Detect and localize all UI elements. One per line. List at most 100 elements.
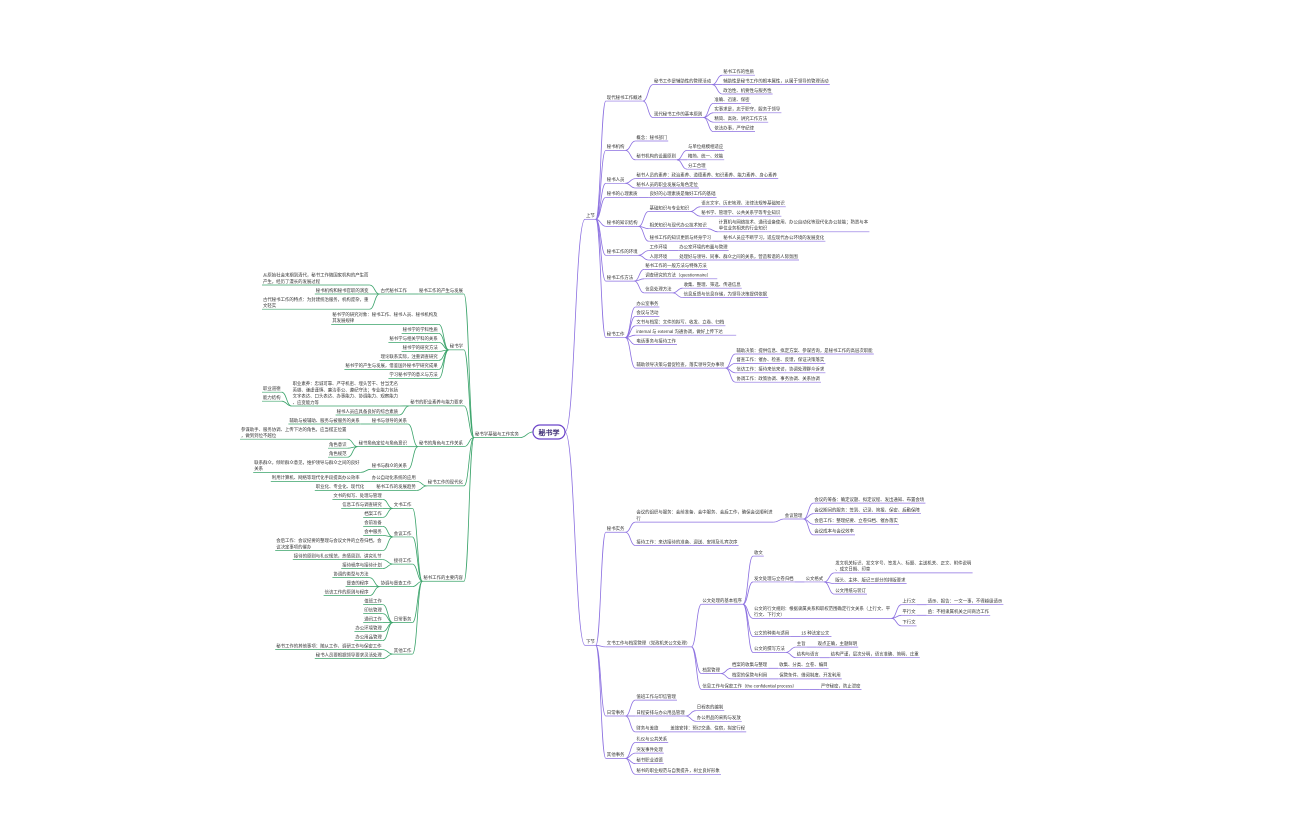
node-label[interactable]: 秘书工作是辅助性的管理活动 xyxy=(654,77,712,84)
node-label[interactable]: 秘书人员要根据领导要求灵活处理 xyxy=(316,651,382,658)
node-label[interactable]: 结构严谨，层次分明，语言准确、简明、庄重 xyxy=(831,651,919,658)
node-label[interactable]: 语言文字、历史地理、法律法规等基础知识 xyxy=(701,200,785,207)
node-label[interactable]: 秘书与领导的关系 xyxy=(372,417,408,424)
node-label[interactable]: 会议成本与会议效率 xyxy=(814,528,854,535)
node-label[interactable]: 职业道德 xyxy=(263,385,281,392)
node-label[interactable]: 办公环境管理 xyxy=(355,624,382,631)
node-label[interactable]: 现代秘书工作概述 xyxy=(607,94,643,101)
node-label[interactable]: 信息处理方法 xyxy=(645,286,672,293)
node-label[interactable]: 调查研究的方法（questionnaire） xyxy=(645,272,711,279)
node-label[interactable]: 秘书人员的职业发展与角色定位 xyxy=(636,181,698,188)
node-label[interactable]: 现代秘书工作的基本原则 xyxy=(654,110,702,117)
node-label[interactable]: 会议的组织与服务：会前准备、会中服务、会后工作，确保会议顺利进行 xyxy=(636,509,773,522)
node-label[interactable]: 日常事务 xyxy=(394,615,412,622)
node-label[interactable]: 能力结构 xyxy=(263,394,281,401)
node-label[interactable]: 督查的程序 xyxy=(347,579,370,586)
node-label[interactable]: 督查工作：催办、检查、反馈，保证决策落实 xyxy=(736,356,824,363)
node-label[interactable]: 秘书学 xyxy=(450,343,464,350)
node-label[interactable]: 秘书学基础与工作实务 xyxy=(475,430,520,437)
node-label[interactable]: 平行文 xyxy=(902,608,916,615)
node-label[interactable]: 计算机与网络技术、通讯设备使用、办公自动化等现代化办公技能；熟悉与本单位业务相关… xyxy=(719,218,869,231)
node-label[interactable]: 信息工作与调查研究 xyxy=(342,501,382,508)
node-label[interactable]: 秘书学、管理学、公共关系学等专业知识 xyxy=(701,209,781,216)
node-label[interactable]: 会议的筹备：确定议题、拟定议程、发出通知、布置会场 xyxy=(814,496,924,503)
node-label[interactable]: 秘书人员的素养：政治素养、道德素养、知识素养、能力素养、身心素养 xyxy=(636,171,777,178)
node-label[interactable]: 职业化、专业化、现代化 xyxy=(316,483,365,490)
node-label[interactable]: 秘书的角色与工作关系 xyxy=(419,439,464,446)
node-label[interactable]: 接待程序与接待计划 xyxy=(342,561,382,568)
node-label[interactable]: 准确、迅速、保密 xyxy=(714,96,750,103)
node-label[interactable]: 秘书工作方法 xyxy=(607,274,634,281)
node-label[interactable]: 财务与差旅 xyxy=(636,725,659,732)
node-label[interactable]: 档案管理 xyxy=(702,666,720,673)
node-label[interactable]: 结构与语言 xyxy=(797,651,820,658)
node-label[interactable]: 分工合理 xyxy=(688,162,706,169)
node-label[interactable]: 协调工作：政策协调、事务协调、关系协调 xyxy=(736,375,820,382)
node-label[interactable]: 下行文 xyxy=(902,619,916,626)
node-label[interactable]: 角色规范 xyxy=(329,450,347,457)
node-label[interactable]: 办公室事务 xyxy=(636,300,659,307)
node-label[interactable]: 秘书工作的主要内容 xyxy=(423,574,463,581)
root-node[interactable]: 秘书学 xyxy=(532,424,566,440)
node-label[interactable]: 辅助决策：提供信息、拟定方案、参谋咨询，是秘书工作的高层次职能 xyxy=(736,347,873,354)
node-label[interactable]: 秘书实务 xyxy=(607,525,625,532)
node-label[interactable]: 其他工作 xyxy=(394,647,412,654)
node-label[interactable]: 档案的收集与整理 xyxy=(732,661,768,668)
node-label[interactable]: 会后工作：会议纪要的整理与会议文件的立卷归档，会议决定事项的催办 xyxy=(276,537,382,550)
node-label[interactable]: 秘书工作的一般方法与特殊方法 xyxy=(645,262,707,269)
node-label[interactable]: 秘书学与相关学科的关系 xyxy=(389,335,438,342)
node-label[interactable]: 秘书的心理素质 xyxy=(607,190,638,197)
node-label[interactable]: 收文 xyxy=(754,549,763,556)
node-label[interactable]: 收集、分类、立卷、编目 xyxy=(779,661,827,668)
node-label[interactable]: 精简、统一、效能 xyxy=(688,153,724,160)
node-label[interactable]: 发文机关标识、发文字号、签发人、标题、主送机关、正文、附件说明、成文日期、印章 xyxy=(835,560,972,573)
node-label[interactable]: 秘书人员应具备良好的综合素质 xyxy=(337,408,399,415)
node-label[interactable]: 信访工作的原则与程序 xyxy=(325,588,370,595)
node-label[interactable]: 秘书工作的性质 xyxy=(723,68,754,75)
node-label[interactable]: 办公用品管理 xyxy=(355,633,382,640)
node-label[interactable]: 文书工作与档案管理（党政机关公文处理） xyxy=(607,640,690,647)
node-label[interactable]: 与单位规模相适应 xyxy=(688,143,724,150)
node-label[interactable]: 秘书工作的产生与发展 xyxy=(419,287,464,294)
node-label[interactable]: 秘书与群众的关系 xyxy=(372,462,408,469)
node-label[interactable]: 秘书学的研究方法 xyxy=(403,344,439,351)
node-label[interactable]: 辅助领导决策与督促检查，落实领导交办事项 xyxy=(636,361,724,368)
node-label[interactable]: 值班工作 xyxy=(364,597,382,604)
node-label[interactable]: 电话事务与接待工作 xyxy=(636,337,676,344)
node-label[interactable]: 办公用品的采购与发放 xyxy=(697,714,742,721)
node-label[interactable]: 严守秘密，防止泄密 xyxy=(821,682,861,689)
node-label[interactable]: 接待的原则与礼仪规范，热情周到、讲究礼节 xyxy=(294,552,382,559)
node-label[interactable]: 角色意识 xyxy=(329,441,347,448)
node-label[interactable]: 日常事务 xyxy=(607,709,625,716)
node-label[interactable]: 发文处理与立卷归档 xyxy=(754,575,794,582)
node-label[interactable]: 秘书角色定位与角色意识 xyxy=(359,439,408,446)
node-label[interactable]: 秘书工作 xyxy=(607,330,625,337)
node-label[interactable]: internal 与 external 沟通协调，做好上传下达 xyxy=(636,328,723,335)
node-label[interactable]: 文书与档案：文件的拟写、收发、立卷、归档 xyxy=(636,319,724,326)
node-label[interactable]: 工作环境 xyxy=(650,243,668,250)
node-label[interactable]: 会前准备 xyxy=(364,519,382,526)
node-label[interactable]: 公文的行文规则：根据隶属关系和职权范围确定行文关系（上行文、平行文、下行文） xyxy=(754,605,891,618)
node-label[interactable]: 利用计算机、网络等现代化手段提高办公效率 xyxy=(272,474,360,481)
node-label[interactable]: 会中服务 xyxy=(364,528,382,535)
node-label[interactable]: 理论联系实际，注重调查研究 xyxy=(381,353,439,360)
node-label[interactable]: 秘书的职业素养与能力要求 xyxy=(410,399,463,406)
node-label[interactable]: 上节 xyxy=(586,212,595,219)
node-label[interactable]: 公文格式 xyxy=(806,575,824,582)
node-label[interactable]: 会议与活动 xyxy=(636,309,659,316)
node-label[interactable]: 秘书工作的发展趋势 xyxy=(376,483,416,490)
node-label[interactable]: 保管条件、借阅制度、开发利用 xyxy=(779,672,840,679)
node-label[interactable]: 秘书人员应不断学习，适应现代办公环境的发展变化 xyxy=(723,234,825,241)
node-label[interactable]: 秘书的知识结构 xyxy=(607,219,638,226)
node-label[interactable]: 礼仪与公共关系 xyxy=(636,735,667,742)
node-label[interactable]: 秘书的职业规范与自我提升，树立良好形象 xyxy=(636,767,720,774)
node-label[interactable]: 秘书工作的其他事项：随从工作、调研工作与保密工作 xyxy=(276,642,382,649)
node-label[interactable]: 从原始社会末期到清代，秘书工作随国家机构的产生而产生，经历了漫长的发展过程 xyxy=(263,272,369,285)
node-label[interactable]: 秘书学的产生与发展，借鉴国外秘书学研究成果 xyxy=(345,362,438,369)
node-label[interactable]: 秘书机构 xyxy=(607,143,625,150)
node-label[interactable]: 差旅安排：预订交通、住宿，拟定行程 xyxy=(670,725,745,732)
node-label[interactable]: 秘书学的研究对象：秘书工作、秘书人员、秘书机构及其发展规律 xyxy=(332,311,438,324)
node-label[interactable]: 联系群众，倾听群众意见，维护领导与群众之间的良好关系 xyxy=(254,459,360,472)
node-label[interactable]: 公文处理的基本程序 xyxy=(702,597,742,604)
node-label[interactable]: 档案工作 xyxy=(364,510,382,517)
